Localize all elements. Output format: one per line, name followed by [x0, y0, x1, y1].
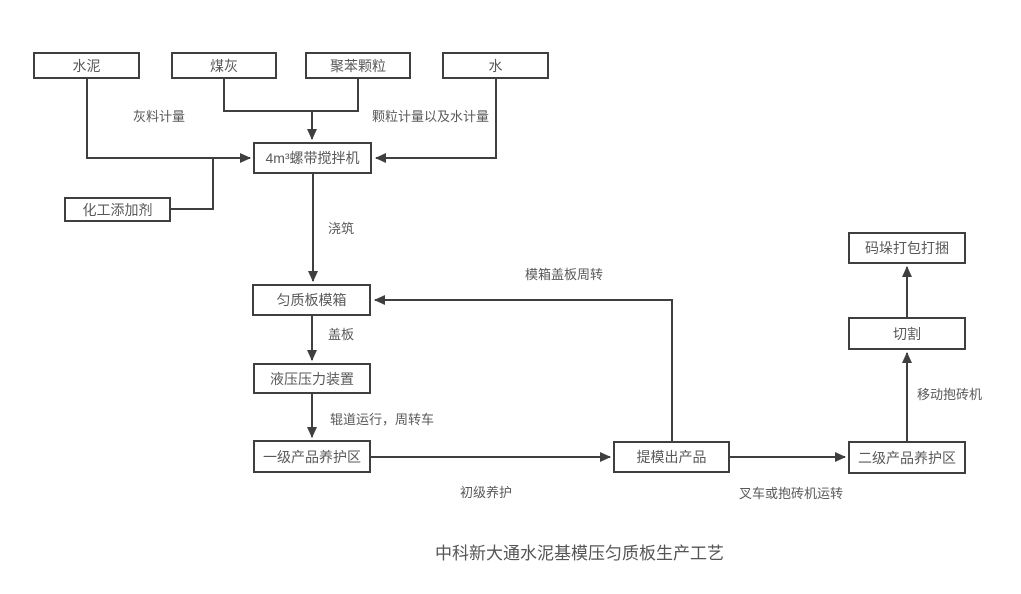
node-demold-product: 提模出产品 [613, 441, 730, 473]
edge-label-forklift-transfer: 叉车或抱砖机运转 [738, 486, 845, 501]
edge-polystyrene-join [313, 79, 359, 112]
node-polystyrene: 聚苯颗粒 [305, 52, 411, 79]
node-mixer: 4m³螺带搅拌机 [253, 142, 372, 174]
edge-label-particle-water-metering: 颗粒计量以及水计量 [371, 109, 491, 124]
edge-demold-return-to-moldbox [374, 295, 673, 441]
node-stack-pack: 码垛打包打捆 [848, 232, 966, 264]
node-hydraulic-press: 液压压力装置 [253, 363, 371, 394]
edge-additive-join [171, 159, 214, 210]
edge-cement-to-mixer [86, 79, 251, 163]
node-secondary-curing-area: 二级产品养护区 [848, 441, 966, 474]
node-water: 水 [442, 52, 549, 79]
node-cutting: 切割 [848, 317, 966, 350]
node-mold-box: 匀质板模箱 [252, 284, 371, 316]
edge-coalash-to-mixer [223, 79, 317, 140]
edge-label-pouring: 浇筑 [327, 221, 356, 236]
diagram-title: 中科新大通水泥基模压匀质板生产工艺 [435, 544, 724, 563]
edge-label-primary-curing: 初级养护 [459, 485, 514, 500]
edge-label-mold-cover-cycle: 模箱盖板周转 [524, 267, 605, 282]
edge-water-to-mixer [375, 79, 497, 163]
node-chemical-additive: 化工添加剂 [64, 197, 171, 222]
edge-label-ash-metering: 灰料计量 [132, 109, 187, 124]
edge-label-roller-transfer: 辊道运行，周转车 [329, 412, 436, 427]
node-coal-ash: 煤灰 [171, 52, 277, 79]
edge-label-cover-plate: 盖板 [327, 327, 356, 342]
node-primary-curing-area: 一级产品养护区 [253, 440, 371, 473]
edge-label-mobile-brick-clamp: 移动抱砖机 [916, 387, 984, 402]
node-cement: 水泥 [33, 52, 140, 79]
